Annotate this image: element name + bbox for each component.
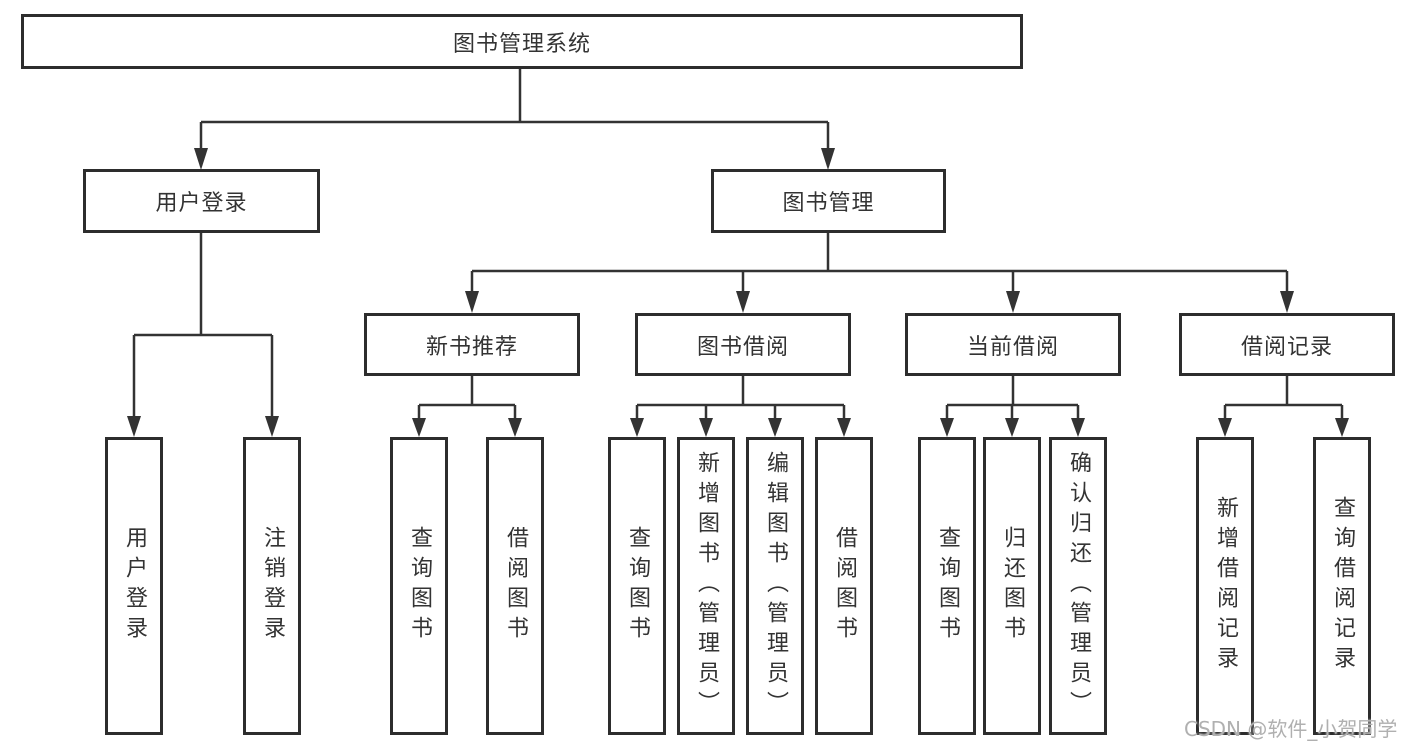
node-user-login: 用户登录 bbox=[83, 169, 320, 233]
node-new-book-recommend: 新书推荐 bbox=[364, 313, 580, 376]
leaf-query-books-current: 查询图书 bbox=[918, 437, 976, 735]
leaf-return-book: 归还图书 bbox=[983, 437, 1041, 735]
csdn-watermark: CSDN @软件_小贺同学 bbox=[1184, 717, 1398, 741]
leaf-add-book-admin-label: 新增图书（管理员） bbox=[694, 451, 719, 721]
leaf-query-books-recommend-label: 查询图书 bbox=[407, 526, 432, 646]
node-book-borrowing: 图书借阅 bbox=[635, 313, 851, 376]
leaf-add-borrow-record-label: 新增借阅记录 bbox=[1213, 496, 1238, 676]
leaf-add-borrow-record: 新增借阅记录 bbox=[1196, 437, 1254, 735]
leaf-edit-book-admin-label: 编辑图书（管理员） bbox=[763, 451, 788, 721]
leaf-query-books-recommend: 查询图书 bbox=[390, 437, 448, 735]
leaf-query-books-current-label: 查询图书 bbox=[935, 526, 960, 646]
leaf-logout: 注销登录 bbox=[243, 437, 301, 735]
leaf-user-login-label: 用户登录 bbox=[122, 526, 147, 646]
leaf-confirm-return-admin-label: 确认归还（管理员） bbox=[1066, 451, 1091, 721]
leaf-edit-book-admin: 编辑图书（管理员） bbox=[746, 437, 804, 735]
node-root-system: 图书管理系统 bbox=[21, 14, 1023, 69]
leaf-borrow-books-recommend: 借阅图书 bbox=[486, 437, 544, 735]
node-borrow-records: 借阅记录 bbox=[1179, 313, 1395, 376]
leaf-logout-label: 注销登录 bbox=[260, 526, 285, 646]
leaf-confirm-return-admin: 确认归还（管理员） bbox=[1049, 437, 1107, 735]
leaf-query-borrow-record-label: 查询借阅记录 bbox=[1330, 496, 1355, 676]
leaf-query-books-borrow-label: 查询图书 bbox=[625, 526, 650, 646]
node-book-management: 图书管理 bbox=[711, 169, 946, 233]
leaf-query-borrow-record: 查询借阅记录 bbox=[1313, 437, 1371, 735]
leaf-borrow-books-borrow: 借阅图书 bbox=[815, 437, 873, 735]
leaf-borrow-books-recommend-label: 借阅图书 bbox=[503, 526, 528, 646]
leaf-return-book-label: 归还图书 bbox=[1000, 526, 1025, 646]
leaf-borrow-books-borrow-label: 借阅图书 bbox=[832, 526, 857, 646]
node-current-borrowing: 当前借阅 bbox=[905, 313, 1121, 376]
leaf-add-book-admin: 新增图书（管理员） bbox=[677, 437, 735, 735]
leaf-query-books-borrow: 查询图书 bbox=[608, 437, 666, 735]
leaf-user-login: 用户登录 bbox=[105, 437, 163, 735]
